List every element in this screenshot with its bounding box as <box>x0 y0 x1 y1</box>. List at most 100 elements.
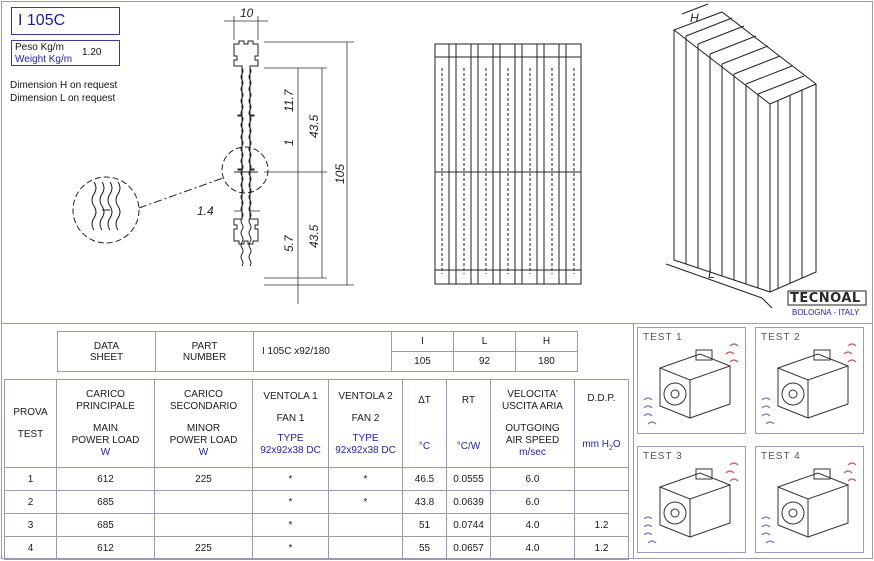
cell: * <box>328 467 403 491</box>
isometric-view <box>665 3 817 309</box>
cell: 0.0744 <box>446 513 491 537</box>
col-h-header: H <box>515 331 578 352</box>
header-minor-load: CARICO SECONDARIO MINOR POWER LOAD W <box>154 379 253 468</box>
cell: 3 <box>4 513 57 537</box>
col-l-header: L <box>453 331 516 352</box>
header-fan2-en: FAN 2 <box>351 412 380 424</box>
cell: 1.2 <box>574 536 629 560</box>
header-main-load: CARICO PRINCIPALE MAIN POWER LOAD W <box>56 379 155 468</box>
detail-magnifier <box>72 146 269 244</box>
cell: 55 <box>402 536 447 560</box>
cell: 46.5 <box>402 467 447 491</box>
weight-value: 1.20 <box>82 47 102 58</box>
header-fan1-size: 92x92x38 DC <box>260 444 321 456</box>
header-ddp-unit-b: O <box>612 438 621 450</box>
test-panel-1: TEST 1 <box>637 327 746 434</box>
data-sheet-table: DATA SHEET PART NUMBER I 105C x92/180 I … <box>57 331 578 372</box>
fan-assembly-icon <box>761 462 857 544</box>
dim-d1: 11.7 <box>282 88 296 112</box>
cell: * <box>252 513 329 537</box>
header-minor-it1: CARICO <box>184 388 223 400</box>
header-dt-label: ΔT <box>418 394 431 406</box>
header-rt: RT °C/W <box>446 379 491 468</box>
cell: 0.0639 <box>446 490 491 514</box>
cell: 4.0 <box>490 536 575 560</box>
cell: 51 <box>402 513 447 537</box>
cell: 685 <box>56 490 155 514</box>
cell <box>574 490 629 514</box>
part-number-label: PART NUMBER <box>155 331 254 372</box>
data-label-it: DATA <box>93 340 120 352</box>
cell <box>154 513 253 537</box>
test-results-table: PROVA TEST CARICO PRINCIPALE MAIN POWER … <box>4 379 629 560</box>
cell: * <box>328 490 403 514</box>
header-fan1-type: TYPE <box>277 432 304 444</box>
header-ddp-unit: mm H2O <box>575 439 628 455</box>
header-fan2-type: TYPE <box>352 432 379 444</box>
cell: 4 <box>4 536 57 560</box>
table-row: 3 685 * 51 0.0744 4.0 1.2 <box>4 513 629 537</box>
header-main-it2: PRINCIPALE <box>76 400 135 412</box>
header-speed-en2: AIR SPEED <box>505 434 560 446</box>
header-ddp-unit-a: mm H <box>582 438 609 450</box>
col-h-value: 180 <box>515 351 578 372</box>
cell: 225 <box>154 467 253 491</box>
header-minor-en1: MINOR <box>186 422 221 434</box>
dim-d5: 5.7 <box>282 234 296 252</box>
header-fan1-it: VENTOLA 1 <box>263 390 318 402</box>
fan-assembly-icon <box>643 343 739 425</box>
dim-d4: 1.4 <box>197 204 214 218</box>
cell: 1.2 <box>574 513 629 537</box>
test-label: TEST 4 <box>761 451 801 462</box>
table-row: 4 612 225 * 55 0.0657 4.0 1.2 <box>4 536 629 560</box>
header-main-it1: CARICO <box>86 388 125 400</box>
data-label-en: SHEET <box>89 351 124 363</box>
product-code: I 105C <box>11 7 120 35</box>
brand-logo: TECNOAL <box>790 291 861 306</box>
dim-d2: 43.5 <box>307 114 321 138</box>
cell <box>574 467 629 491</box>
test-panel-3: TEST 3 <box>637 446 746 553</box>
part-number-value: I 105C x92/180 <box>253 331 392 372</box>
header-speed-unit: m/sec <box>519 446 546 458</box>
col-l-value: 92 <box>453 351 516 372</box>
header-main-en1: MAIN <box>93 422 118 434</box>
test-label: TEST 2 <box>761 332 801 343</box>
header-speed-it1: VELOCITA' <box>507 388 558 400</box>
cell: 4.0 <box>490 513 575 537</box>
test-panel-2: TEST 2 <box>755 327 864 434</box>
part-label-it: PART <box>191 340 218 352</box>
cell <box>328 513 403 537</box>
cell: 225 <box>154 536 253 560</box>
header-minor-en2: POWER LOAD <box>169 434 238 446</box>
cell: 685 <box>56 513 155 537</box>
dim-total: 105 <box>333 164 347 184</box>
header-test-en: TEST <box>17 428 44 440</box>
header-dt-unit: °C <box>418 440 431 452</box>
cell: 43.8 <box>402 490 447 514</box>
col-i-value: 105 <box>391 351 454 372</box>
col-i-header: I <box>391 331 454 352</box>
cell: 0.0657 <box>446 536 491 560</box>
cell <box>154 490 253 514</box>
iso-dim-l: L <box>708 267 715 281</box>
header-fan1: VENTOLA 1 FAN 1 TYPE 92x92x38 DC <box>252 379 329 468</box>
header-air-speed: VELOCITA' USCITA ARIA OUTGOING AIR SPEED… <box>490 379 575 468</box>
cell: 2 <box>4 490 57 514</box>
header-delta-t: ΔT °C <box>402 379 447 468</box>
cell: 1 <box>4 467 57 491</box>
header-fan2: VENTOLA 2 FAN 2 TYPE 92x92x38 DC <box>328 379 403 468</box>
cell: 612 <box>56 536 155 560</box>
header-speed-en1: OUTGOING <box>505 422 560 434</box>
part-label-en: NUMBER <box>182 351 227 363</box>
technical-drawing: 10 11.7 43.5 1 105 1.4 5.7 43.5 H L <box>72 3 867 309</box>
header-ddp: D.D.P. mm H2O <box>574 379 629 468</box>
iso-dim-h: H <box>690 11 699 25</box>
front-view-stack <box>434 43 582 285</box>
fan-assembly-icon <box>761 343 857 425</box>
cell <box>328 536 403 560</box>
test-label: TEST 3 <box>643 451 683 462</box>
profile-section <box>233 40 259 267</box>
cell: * <box>252 490 329 514</box>
